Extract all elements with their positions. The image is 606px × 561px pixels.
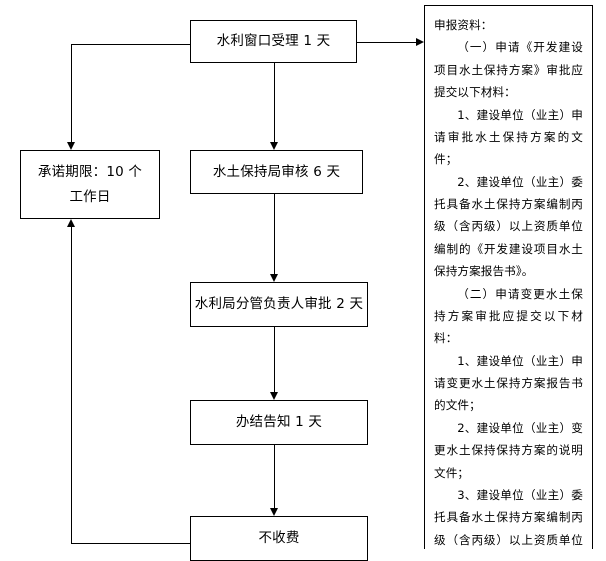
connector-intake-to-info xyxy=(357,42,419,43)
info-paragraph-6: 2、建设单位（业主）变更水土保持保持方案的说明文件； xyxy=(434,420,583,480)
arrowhead-intake-to-info xyxy=(416,37,424,46)
node-intake[interactable]: 水利窗口受理 1 天 xyxy=(190,20,357,63)
arrowhead-into-notify xyxy=(269,392,278,400)
connector-intake-to-promise-vertical xyxy=(71,44,72,142)
connector-fee-to-promise-horizontal xyxy=(71,543,191,544)
arrowhead-into-fee xyxy=(269,508,278,516)
connector-fee-to-promise-vertical xyxy=(71,226,72,544)
node-completion-notice[interactable]: 办结告知 1 天 xyxy=(190,400,368,445)
node-soil-conservation-review[interactable]: 水土保持局审核 6 天 xyxy=(190,150,363,194)
info-paragraph-3: 2、建设单位（业主）委托具备水土保持方案编制丙级（含丙级）以上资质单位编制的《开… xyxy=(434,174,583,279)
info-paragraph-2: 1、建设单位（业主）申请审批水土保持方案的文件； xyxy=(434,107,583,167)
promise-period-line2: 工作日 xyxy=(69,188,111,205)
connector-approval-to-notify xyxy=(274,327,275,392)
application-materials-panel: 申报资料： （一）申请《开发建设项目水土保持方案》审批应提交以下材料： 1、建设… xyxy=(424,5,593,549)
connector-review-to-approval xyxy=(274,194,275,274)
arrowhead-into-promise-bottom xyxy=(66,219,75,227)
info-paragraph-4: （二）申请变更水土保持方案审批应提交以下材料： xyxy=(434,286,583,346)
arrowhead-into-promise xyxy=(66,142,75,150)
node-no-fee[interactable]: 不收费 xyxy=(190,516,368,561)
connector-intake-to-promise-horizontal xyxy=(71,44,191,45)
flowchart-canvas: 承诺期限：10 个 工作日 水利窗口受理 1 天 水土保持局审核 6 天 水利局… xyxy=(20,5,593,561)
connector-intake-to-review xyxy=(274,63,275,142)
info-paragraph-5: 1、建设单位（业主）申请变更水土保持方案报告书的文件； xyxy=(434,353,583,413)
arrowhead-into-review xyxy=(269,142,278,150)
connector-notify-to-fee xyxy=(274,445,275,508)
node-bureau-leader-approval[interactable]: 水利局分管负责人审批 2 天 xyxy=(190,282,368,327)
node-promise-period[interactable]: 承诺期限：10 个 工作日 xyxy=(20,150,160,219)
arrowhead-into-approval xyxy=(269,274,278,282)
info-paragraph-0: 申报资料： xyxy=(434,18,493,32)
promise-period-line1: 承诺期限：10 个 xyxy=(37,164,143,181)
info-paragraph-1: （一）申请《开发建设项目水土保持方案》审批应提交以下材料： xyxy=(434,40,583,100)
info-paragraph-7: 3、建设单位（业主）委托具备水土保持方案编制丙级（含丙级）以上资质单位编制的变更… xyxy=(434,487,583,547)
